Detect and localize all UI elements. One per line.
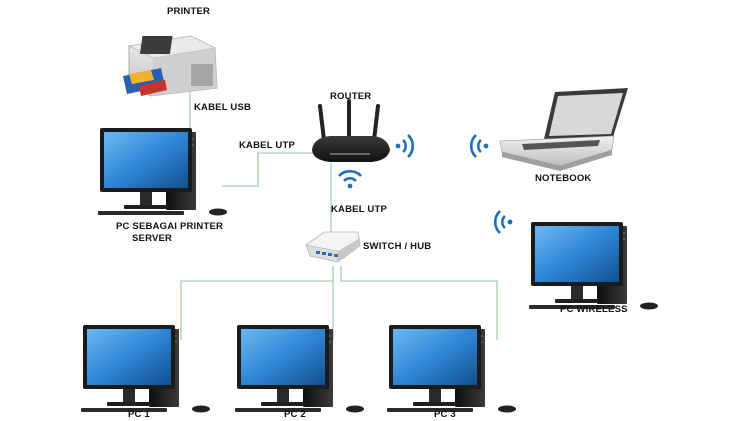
kabel-utp-switch-label: KABEL UTP bbox=[331, 204, 387, 215]
notebook-label: NOTEBOOK bbox=[535, 173, 592, 184]
pc-server-label-line1: PC SEBAGAI PRINTER bbox=[116, 221, 223, 232]
pc1-label: PC 1 bbox=[128, 409, 150, 420]
labels: PRINTER KABEL USB ROUTER KABEL UTP KABEL… bbox=[116, 6, 628, 420]
cables bbox=[180, 92, 498, 340]
router-label: ROUTER bbox=[330, 91, 371, 102]
router-wifi-icon-down bbox=[337, 169, 363, 190]
pc-wireless-label: PC WIRELESS bbox=[560, 304, 628, 315]
pc3-label: PC 3 bbox=[434, 409, 456, 420]
pc-1 bbox=[81, 325, 210, 413]
printer-label: PRINTER bbox=[167, 6, 210, 17]
router-wifi-icon-right bbox=[394, 133, 415, 159]
notebook bbox=[499, 88, 628, 171]
switch-hub bbox=[305, 231, 361, 263]
pc2-label: PC 2 bbox=[284, 409, 306, 420]
pc-wireless bbox=[529, 222, 658, 310]
switch-hub-label: SWITCH / HUB bbox=[363, 241, 431, 252]
pc-2 bbox=[235, 325, 364, 413]
utp-cable-server-router bbox=[222, 152, 318, 187]
pc-server-label-line2: SERVER bbox=[132, 233, 172, 244]
pc-wireless-wifi-icon bbox=[493, 209, 514, 235]
cable-switch-pc3 bbox=[340, 266, 498, 340]
notebook-wifi-icon bbox=[469, 133, 490, 159]
printer bbox=[123, 35, 218, 97]
kabel-usb-label: KABEL USB bbox=[194, 102, 251, 113]
pc-printer-server bbox=[98, 128, 227, 216]
router bbox=[312, 99, 390, 162]
kabel-utp-server-label: KABEL UTP bbox=[239, 140, 295, 151]
